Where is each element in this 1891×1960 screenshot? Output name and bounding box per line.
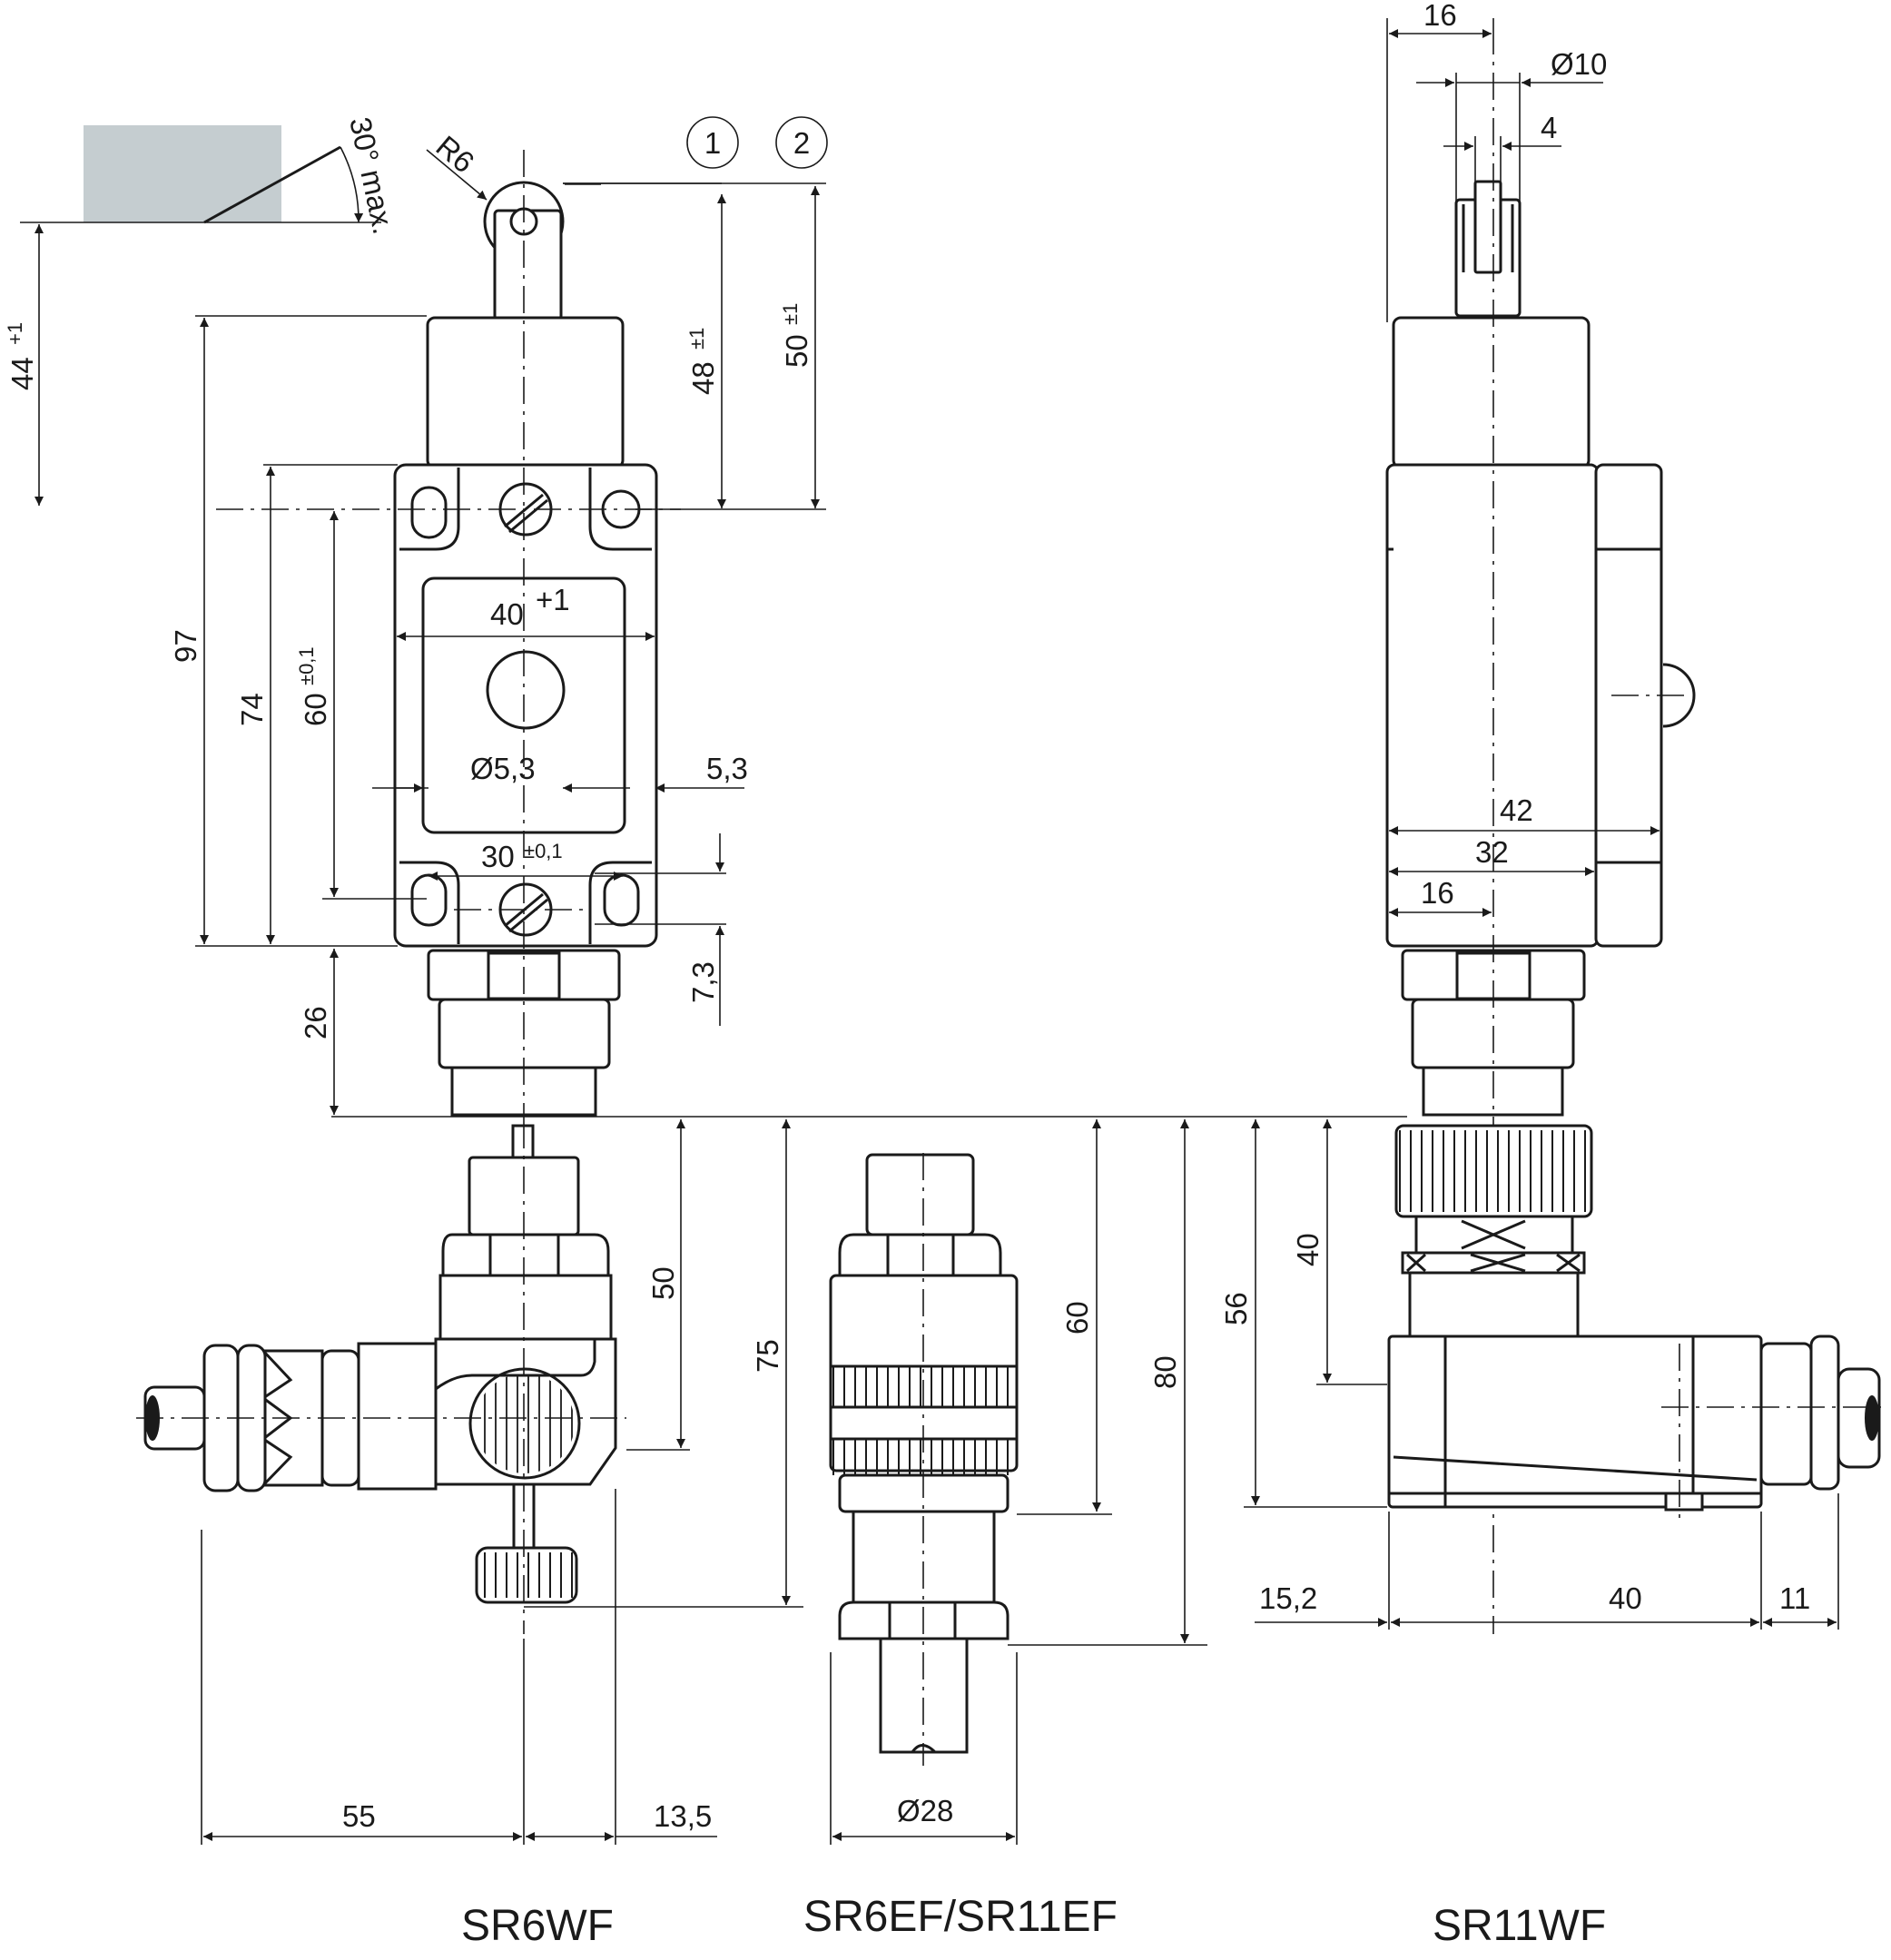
dim-40-h: 40 [1609,1581,1642,1615]
dim-60-ef: 60 [1060,1301,1094,1335]
marker-2: 2 [793,126,810,160]
dim-44: 44 [5,357,39,390]
dim-74: 74 [235,693,269,726]
dim-40-width: 40 [490,597,524,631]
dim-80: 80 [1148,1355,1182,1389]
dim-48: 48 [686,361,720,395]
dim-dia-5-3: Ø5,3 [470,752,536,785]
dim-30-tol: ±0,1 [524,840,563,862]
sr11wf-connector: 40 56 15,2 40 11 SR11WF [1219,1119,1888,1950]
dim-32: 32 [1475,835,1509,869]
dim-50-top: 50 [780,334,813,368]
dim-97: 97 [169,629,202,663]
sr11wf-side-view: 16 Ø10 4 42 32 16 [1385,0,1696,1634]
dim-5-3: 5,3 [706,752,748,785]
caption-sr11wf: SR11WF [1433,1902,1606,1950]
dim-13-5: 13,5 [654,1799,712,1833]
sr6ef-connector: 60 80 Ø28 SR6EF/SR11EF [803,1119,1207,1941]
dim-7-3: 7,3 [686,961,720,1003]
dim-dia-10: Ø10 [1551,47,1607,81]
caption-sr6ef-sr11ef: SR6EF/SR11EF [803,1893,1118,1941]
dim-30: 30 [481,840,515,873]
dim-40-width-tol: +1 [536,583,570,616]
dim-16-top: 16 [1423,0,1457,32]
dim-50-top-tol: ±1 [779,303,802,325]
target-block [84,125,281,222]
dim-11: 11 [1779,1581,1810,1615]
dim-50: 50 [646,1266,680,1300]
dim-56: 56 [1219,1292,1253,1325]
dim-75: 75 [751,1339,784,1373]
caption-sr6wf: SR6WF [461,1902,614,1950]
sr11wf-housing [1385,463,1600,948]
dim-15-2: 15,2 [1259,1581,1317,1615]
dim-26: 26 [299,1006,332,1039]
dim-40-v: 40 [1291,1233,1325,1266]
dim-60: 60 [299,693,332,726]
dim-55: 55 [342,1799,376,1833]
dim-48-tol: ±1 [685,328,708,350]
sr6wf-front-view: 30° max. 44 +1 R6 1 2 [4,114,1407,1121]
radius-label: R6 [430,129,481,179]
dim-60-tol: ±0,1 [295,646,318,685]
dim-16: 16 [1421,876,1454,910]
dim-dia-28: Ø28 [897,1794,953,1827]
sr6wf-connector: 50 75 55 13,5 SR6WF [136,1119,803,1950]
dim-42: 42 [1500,793,1533,827]
switch-housing [393,463,658,948]
marker-1: 1 [704,126,721,160]
switch-head [426,316,625,469]
dim-4: 4 [1541,111,1557,144]
dim-44-tol: +1 [4,322,26,345]
cable-entry [468,1367,581,1480]
